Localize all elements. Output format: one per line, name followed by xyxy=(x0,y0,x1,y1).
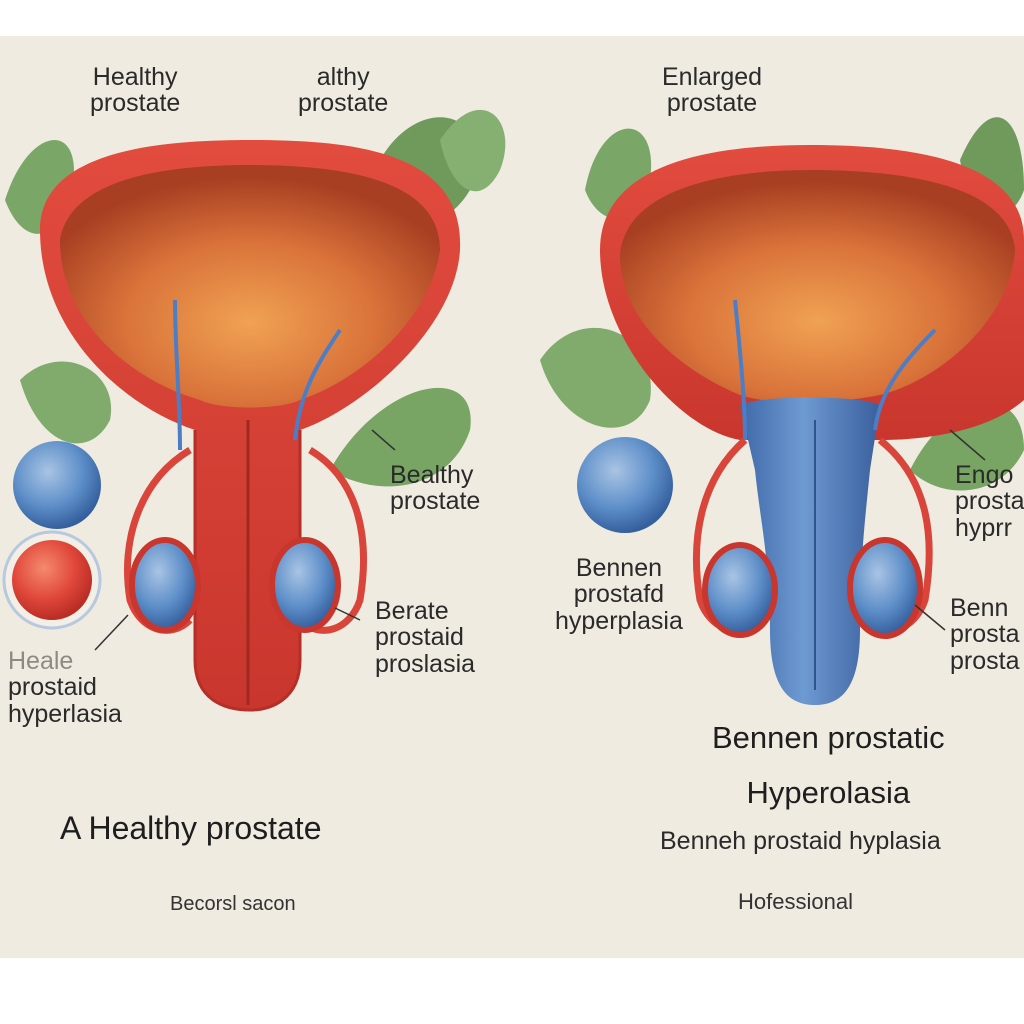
footer-right: Hofessional xyxy=(738,889,853,914)
blue-sphere-right xyxy=(577,437,673,533)
red-sphere-left xyxy=(12,540,92,620)
blue-sphere-left xyxy=(13,441,101,529)
subtitle-benign: Benneh prostaid hyplasia xyxy=(660,827,941,855)
healthy-bladder xyxy=(40,140,461,712)
leader-lines xyxy=(94,429,986,651)
enlarged-bladder xyxy=(600,145,1024,705)
caption-healthy-prostate: A Healthy prostate xyxy=(60,810,322,846)
footer-left: Becorsl sacon xyxy=(170,893,296,915)
